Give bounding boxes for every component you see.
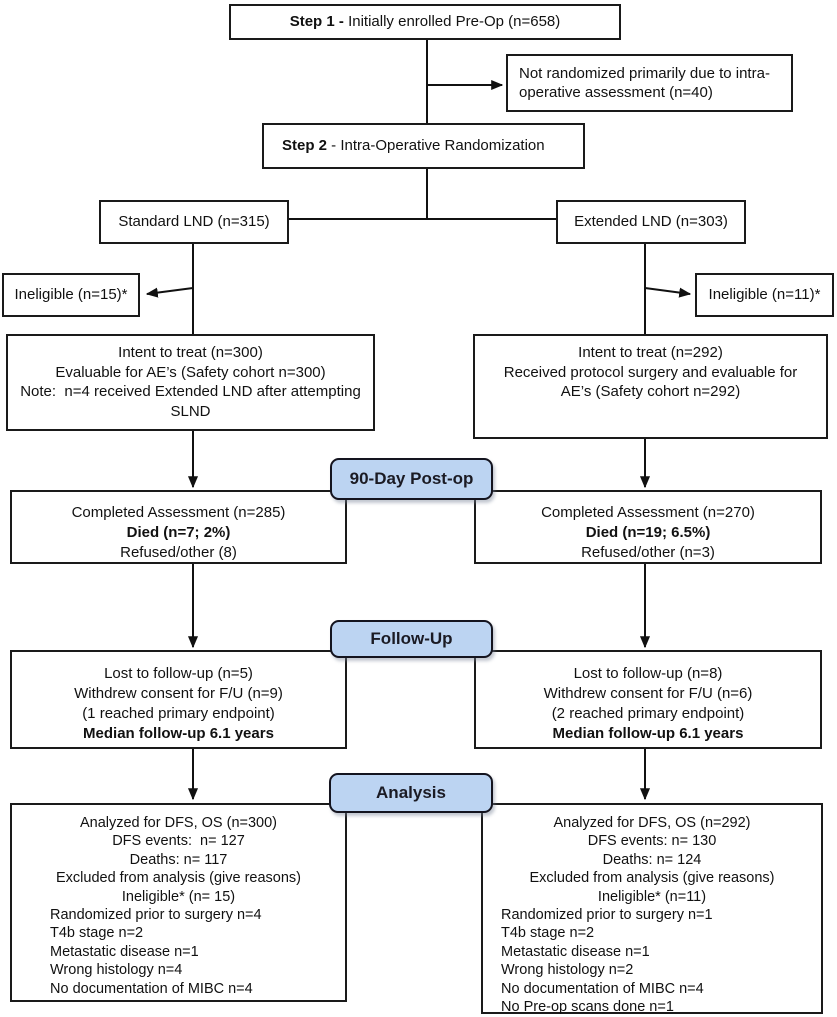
stage-pill-analysis: Analysis bbox=[329, 773, 493, 813]
not-randomized-box: Not randomized primarily due to intra- o… bbox=[506, 54, 793, 112]
step2-randomization-box: Step 2 - Intra-Operative Randomization bbox=[262, 123, 585, 169]
followup-right-line2: Withdrew consent for F/U (n=6) bbox=[543, 685, 753, 702]
ineligible-right-box: Ineligible (n=11)* bbox=[695, 273, 834, 317]
analysis-right-excluded: Excluded from analysis (give reasons) bbox=[529, 870, 775, 887]
analysis-left-reason-3: Metastatic disease n=1 bbox=[50, 943, 199, 960]
arrow-ineligible-right bbox=[644, 287, 692, 298]
standard-lnd-label: Standard LND (n=315) bbox=[118, 213, 270, 231]
followup-right-line3: (2 reached primary endpoint) bbox=[551, 705, 745, 722]
analysis-left-reason-4: Wrong histology n=4 bbox=[50, 962, 183, 979]
assessment-left-line1: Completed Assessment (n=285) bbox=[71, 504, 286, 521]
itt-right-line2: Received protocol surgery and evaluable … bbox=[503, 363, 798, 381]
followup-left-median: Median follow-up 6.1 years bbox=[83, 725, 274, 742]
extended-lnd-label: Extended LND (n=303) bbox=[574, 213, 728, 231]
itt-left-line4: SLND bbox=[170, 402, 211, 420]
intent-to-treat-right-box: Intent to treat (n=292) Received protoco… bbox=[473, 334, 828, 439]
analysis-left-analyzed: Analyzed for DFS, OS (n=300) bbox=[79, 815, 278, 831]
step1-prefix: Step 1 - bbox=[289, 13, 349, 31]
analysis-right-reason-1: Randomized prior to surgery n=1 bbox=[501, 907, 713, 924]
step2-label: - Intra-Operative Randomization bbox=[327, 137, 545, 155]
itt-right-line3: AE’s (Safety cohort n=292) bbox=[560, 383, 741, 400]
stage-postop-label: 90-Day Post-op bbox=[349, 469, 474, 488]
ineligible-left-label: Ineligible (n=15)* bbox=[14, 286, 128, 304]
ineligible-right-label: Ineligible (n=11)* bbox=[708, 286, 821, 304]
assessment-right-died: Died (n=19; 6.5%) bbox=[585, 524, 711, 541]
followup-right-line1: Lost to follow-up (n=8) bbox=[573, 665, 723, 682]
arrow-ineligible-left bbox=[145, 287, 194, 298]
standard-lnd-arm-box: Standard LND (n=315) bbox=[99, 200, 289, 244]
analysis-right-reason-6: No Pre-op scans done n=1 bbox=[501, 999, 674, 1016]
assessment-left-refused: Refused/other (8) bbox=[120, 544, 237, 561]
stage-pill-followup: Follow-Up bbox=[330, 620, 493, 658]
not-randomized-line1: Not randomized primarily due to intra- bbox=[519, 65, 770, 82]
analysis-right-reason-3: Metastatic disease n=1 bbox=[501, 943, 650, 960]
itt-left-line1: Intent to treat (n=300) bbox=[118, 344, 263, 361]
stage-analysis-label: Analysis bbox=[376, 783, 446, 802]
analysis-left-reason-2: T4b stage n=2 bbox=[50, 925, 144, 942]
followup-left-line3: (1 reached primary endpoint) bbox=[82, 705, 275, 722]
analysis-right-box: Analyzed for DFS, OS (n=292) DFS events:… bbox=[481, 803, 823, 1016]
analysis-right-deaths: Deaths: n= 124 bbox=[602, 851, 702, 868]
assessment-left-box: Completed Assessment (n=285) Died (n=7; … bbox=[10, 490, 347, 564]
stage-followup-label: Follow-Up bbox=[370, 629, 453, 648]
itt-left-line2: Evaluable for AE’s (Safety cohort n=300) bbox=[55, 363, 326, 381]
analysis-left-reason-5: No documentation of MIBC n=4 bbox=[50, 980, 253, 997]
analysis-left-excluded: Excluded from analysis (give reasons) bbox=[56, 870, 301, 887]
analysis-right-reason-5: No documentation of MIBC n=4 bbox=[501, 980, 704, 997]
analysis-right-dfs-events: DFS events: n= 130 bbox=[587, 833, 717, 850]
assessment-right-box: Completed Assessment (n=270) Died (n=19;… bbox=[474, 490, 822, 564]
analysis-left-dfs-events: DFS events: n= 127 bbox=[112, 833, 245, 850]
extended-lnd-arm-box: Extended LND (n=303) bbox=[556, 200, 746, 244]
step1-enrolled-box: Step 1 - Initially enrolled Pre-Op (n=65… bbox=[229, 4, 621, 40]
analysis-right-analyzed: Analyzed for DFS, OS (n=292) bbox=[553, 815, 751, 831]
analysis-right-reason-4: Wrong histology n=2 bbox=[501, 962, 634, 979]
analysis-left-deaths: Deaths: n= 117 bbox=[129, 851, 228, 868]
itt-left-line3: Note: n=4 received Extended LND after at… bbox=[20, 383, 361, 400]
not-randomized-line2: operative assessment (n=40) bbox=[519, 84, 713, 101]
followup-left-line1: Lost to follow-up (n=5) bbox=[104, 665, 253, 682]
ineligible-left-box: Ineligible (n=15)* bbox=[2, 273, 140, 317]
analysis-left-reason-1: Randomized prior to surgery n=4 bbox=[50, 907, 262, 924]
analysis-right-ineligible: Ineligible* (n=11) bbox=[597, 888, 707, 905]
step2-prefix: Step 2 bbox=[282, 137, 328, 155]
analysis-right-reason-2: T4b stage n=2 bbox=[501, 925, 595, 942]
followup-left-line2: Withdrew consent for F/U (n=9) bbox=[74, 685, 283, 702]
stage-pill-90-day-postop: 90-Day Post-op bbox=[330, 458, 493, 500]
followup-left-box: Lost to follow-up (n=5) Withdrew consent… bbox=[10, 650, 347, 749]
assessment-left-died: Died (n=7; 2%) bbox=[126, 524, 231, 541]
analysis-left-ineligible: Ineligible* (n= 15) bbox=[121, 888, 236, 905]
intent-to-treat-left-box: Intent to treat (n=300) Evaluable for AE… bbox=[6, 334, 375, 431]
analysis-left-box: Analyzed for DFS, OS (n=300) DFS events:… bbox=[10, 803, 347, 1002]
followup-right-box: Lost to follow-up (n=8) Withdrew consent… bbox=[474, 650, 822, 749]
assessment-right-refused: Refused/other (n=3) bbox=[581, 544, 715, 561]
assessment-right-line1: Completed Assessment (n=270) bbox=[541, 504, 755, 521]
itt-right-line1: Intent to treat (n=292) bbox=[578, 344, 723, 361]
followup-right-median: Median follow-up 6.1 years bbox=[552, 725, 744, 742]
step1-label: Initially enrolled Pre-Op (n=658) bbox=[348, 13, 561, 31]
